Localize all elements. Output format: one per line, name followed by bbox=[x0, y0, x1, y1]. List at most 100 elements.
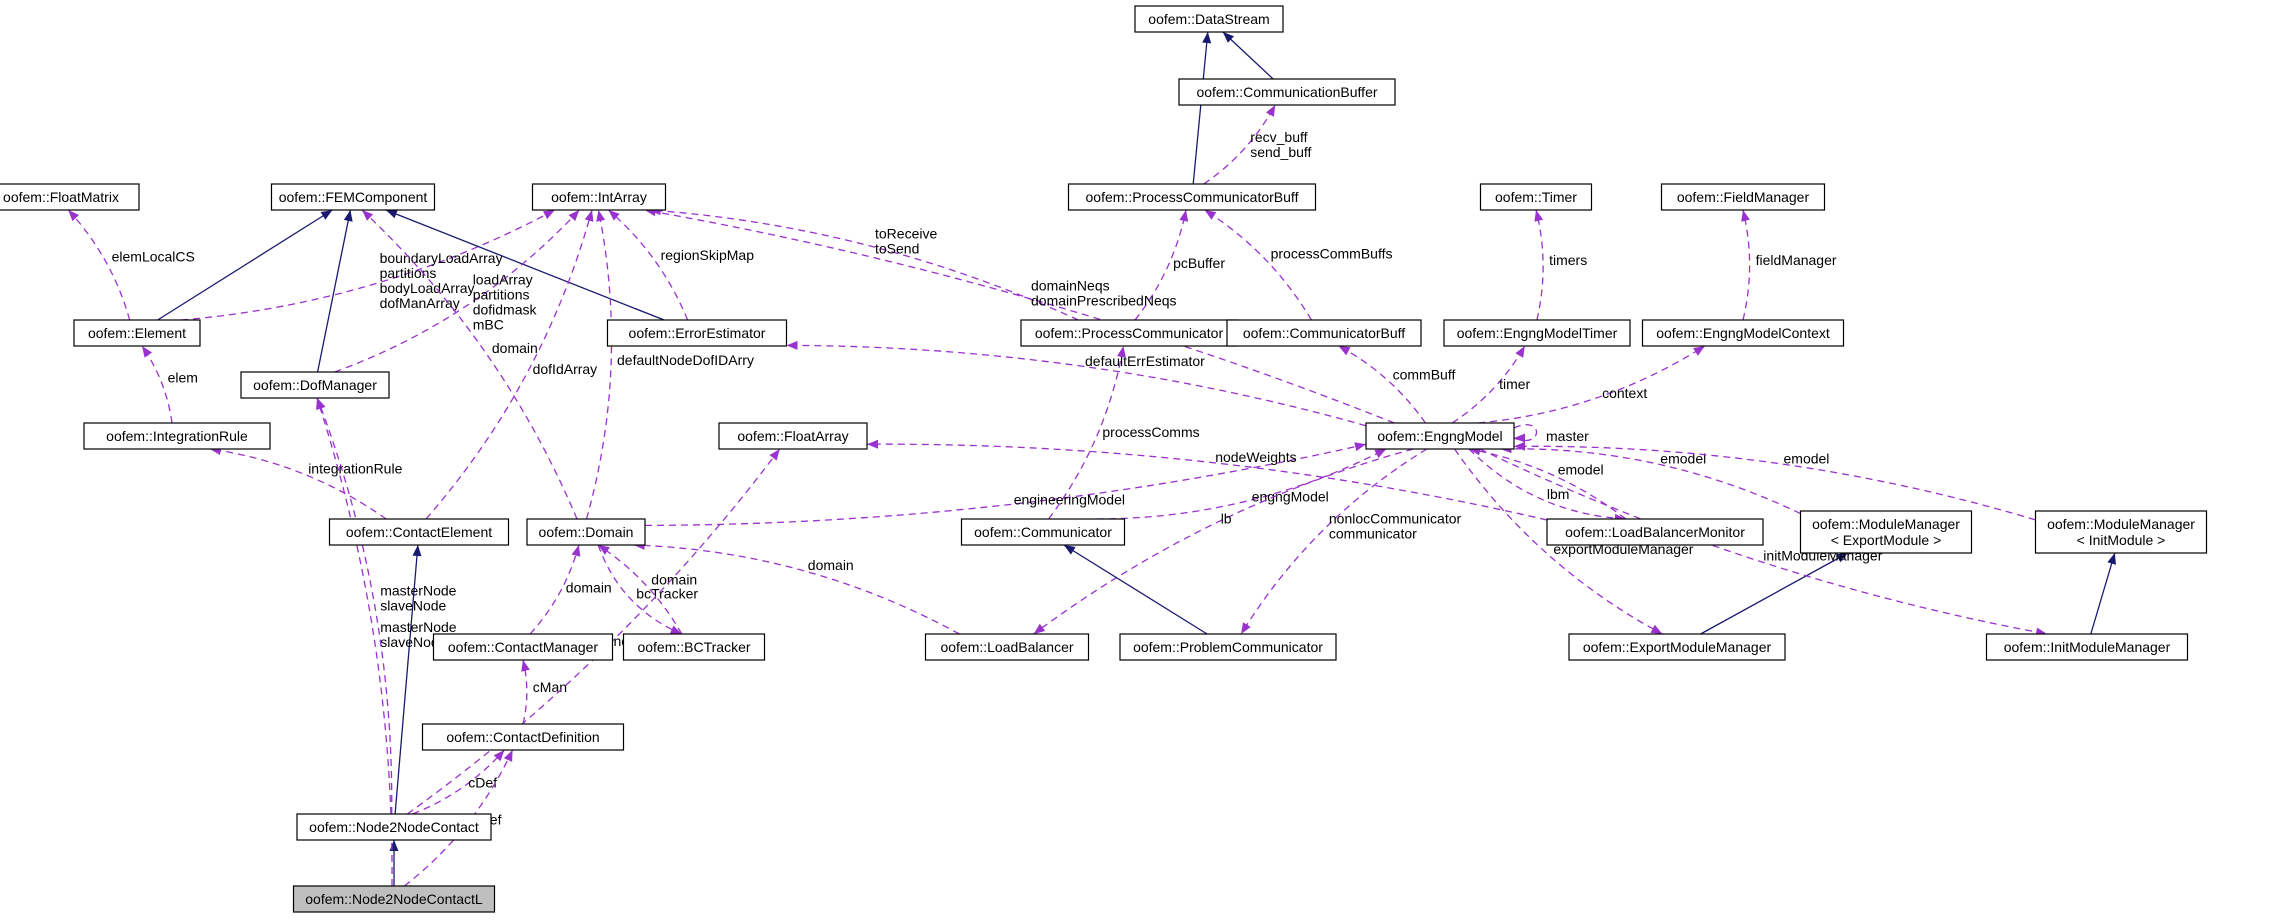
class-node-label: oofem::DofManager bbox=[253, 377, 377, 393]
class-node-node2-node-contact[interactable]: oofem::Node2NodeContact bbox=[296, 813, 492, 841]
edge-arrowhead bbox=[1514, 433, 1525, 443]
edge-line bbox=[67, 209, 131, 321]
class-node-integration-rule[interactable]: oofem::IntegrationRule bbox=[83, 422, 271, 450]
class-node-engng-model-context[interactable]: oofem::EngngModelContext bbox=[1641, 319, 1845, 347]
class-node-timer[interactable]: oofem::Timer bbox=[1479, 183, 1593, 211]
class-node-label: oofem::IntArray bbox=[551, 189, 647, 205]
class-node-dof-manager[interactable]: oofem::DofManager bbox=[240, 371, 390, 399]
class-node-box bbox=[1985, 633, 2189, 661]
class-node-box bbox=[531, 183, 667, 211]
class-node-contact-element[interactable]: oofem::ContactElement bbox=[328, 518, 510, 546]
class-node-float-matrix[interactable]: oofem::FloatMatrix bbox=[0, 183, 140, 211]
class-node-float-array[interactable]: oofem::FloatArray bbox=[718, 422, 868, 450]
class-node-engng-model-timer[interactable]: oofem::EngngModelTimer bbox=[1443, 319, 1631, 347]
edge-label: integrationRule bbox=[308, 460, 402, 476]
class-node-module-manager-export[interactable]: oofem::ModuleManager< ExportModule > bbox=[1799, 510, 1973, 554]
class-node-label: oofem::ProcessCommunicator bbox=[1035, 325, 1224, 341]
class-node-box bbox=[296, 813, 492, 841]
edge-contact-definition-to-contact-manager: cMan bbox=[521, 659, 567, 725]
edge-arrowhead bbox=[1515, 346, 1525, 358]
edge-line bbox=[1203, 104, 1276, 185]
class-node-init-module-manager[interactable]: oofem::InitModuleManager bbox=[1985, 633, 2189, 661]
edge-arrowhead bbox=[1241, 622, 1251, 634]
edge-arrowhead bbox=[867, 439, 878, 449]
class-node-label: oofem::ContactManager bbox=[448, 639, 599, 655]
class-node-label: oofem::LoadBalancerMonitor bbox=[1565, 524, 1745, 540]
class-node-femcomponent[interactable]: oofem::FEMComponent bbox=[270, 183, 436, 211]
class-node-box bbox=[83, 422, 271, 450]
class-node-box bbox=[1660, 183, 1826, 211]
edge-arrowhead bbox=[1222, 32, 1234, 43]
class-node-label: oofem::Element bbox=[88, 325, 186, 341]
class-node-communicator-buff[interactable]: oofem::CommunicatorBuff bbox=[1226, 319, 1422, 347]
edge-load-balancer-monitor-to-engng-model: emodel bbox=[1468, 446, 1627, 520]
class-node-label: oofem::ProcessCommunicatorBuff bbox=[1086, 189, 1299, 205]
edge-element-to-float-matrix: elemLocalCS bbox=[67, 209, 195, 321]
class-node-field-manager[interactable]: oofem::FieldManager bbox=[1660, 183, 1826, 211]
class-node-label: oofem::CommunicationBuffer bbox=[1196, 84, 1377, 100]
edge-process-communicator-buff-to-data-stream bbox=[1192, 31, 1212, 185]
class-node-problem-communicator[interactable]: oofem::ProblemCommunicator bbox=[1119, 633, 1337, 661]
class-node-load-balancer-monitor[interactable]: oofem::LoadBalancerMonitor bbox=[1546, 518, 1764, 546]
class-node-int-array[interactable]: oofem::IntArray bbox=[531, 183, 667, 211]
class-node-export-module-manager[interactable]: oofem::ExportModuleManager bbox=[1568, 633, 1786, 661]
class-node-element[interactable]: oofem::Element bbox=[73, 319, 201, 347]
class-node-module-manager-init[interactable]: oofem::ModuleManager< InitModule > bbox=[2034, 510, 2208, 554]
class-node-engng-model[interactable]: oofem::EngngModel bbox=[1365, 422, 1515, 450]
edge-line bbox=[649, 209, 1079, 321]
edge-arrowhead bbox=[543, 210, 555, 220]
class-node-domain[interactable]: oofem::Domain bbox=[526, 518, 646, 546]
class-node-box bbox=[1799, 510, 1973, 554]
edge-arrowhead bbox=[1693, 346, 1705, 356]
class-node-error-estimator[interactable]: oofem::ErrorEstimator bbox=[606, 319, 788, 347]
edge-line bbox=[1468, 448, 1627, 520]
edge-arrowhead bbox=[2107, 553, 2116, 565]
edge-engng-model-to-communicator-buff: commBuff bbox=[1338, 345, 1455, 424]
class-node-label: oofem::ProblemCommunicator bbox=[1133, 639, 1323, 655]
edge-line bbox=[1240, 448, 1428, 635]
edge-line bbox=[316, 209, 352, 373]
class-node-bctracker[interactable]: oofem::BCTracker bbox=[622, 633, 766, 661]
edge-arrowhead bbox=[1204, 210, 1217, 220]
edge-communicator-buff-to-process-communicator-buff: processCommBuffs bbox=[1204, 209, 1393, 321]
edge-label: cDef bbox=[468, 775, 497, 791]
edge-line bbox=[585, 209, 613, 520]
edge-arrowhead bbox=[1117, 346, 1126, 358]
class-node-data-stream[interactable]: oofem::DataStream bbox=[1134, 5, 1284, 33]
edge-arrowhead bbox=[1836, 553, 1848, 563]
edge-module-manager-init-to-engng-model: emodel bbox=[1513, 441, 2036, 521]
edge-domain-to-femcomponent: domain bbox=[361, 209, 578, 520]
class-node-node2-node-contact-l[interactable]: oofem::Node2NodeContactL bbox=[292, 885, 496, 913]
edge-arrowhead bbox=[571, 545, 581, 557]
edge-label: dofIdArray bbox=[533, 361, 598, 377]
class-node-contact-definition[interactable]: oofem::ContactDefinition bbox=[421, 723, 625, 751]
edge-arrowhead bbox=[568, 210, 580, 222]
edge-label: lbm bbox=[1547, 486, 1570, 502]
class-node-communication-buffer[interactable]: oofem::CommunicationBuffer bbox=[1178, 78, 1396, 106]
class-node-contact-manager[interactable]: oofem::ContactManager bbox=[432, 633, 614, 661]
edge-line bbox=[1513, 445, 2036, 521]
class-node-load-balancer[interactable]: oofem::LoadBalancer bbox=[924, 633, 1090, 661]
edge-communication-buffer-to-data-stream bbox=[1222, 31, 1274, 80]
edge-engng-model-to-load-balancer-monitor: lbm bbox=[1468, 448, 1626, 523]
edge-arrowhead bbox=[385, 209, 398, 219]
class-node-communicator[interactable]: oofem::Communicator bbox=[960, 518, 1126, 546]
edge-label: timer bbox=[1499, 376, 1530, 392]
edge-label: context bbox=[1602, 385, 1647, 401]
class-node-box bbox=[924, 633, 1090, 661]
edge-arrowhead bbox=[1534, 210, 1544, 222]
edge-load-balancer-monitor-to-float-array: nodeWeights bbox=[866, 439, 1548, 521]
edge-label: defaultErrEstimator bbox=[1085, 353, 1205, 369]
class-node-process-communicator[interactable]: oofem::ProcessCommunicator bbox=[1020, 319, 1238, 347]
edge-line bbox=[522, 659, 528, 725]
class-node-process-communicator-buff[interactable]: oofem::ProcessCommunicatorBuff bbox=[1067, 183, 1317, 211]
edge-line bbox=[644, 443, 1367, 527]
